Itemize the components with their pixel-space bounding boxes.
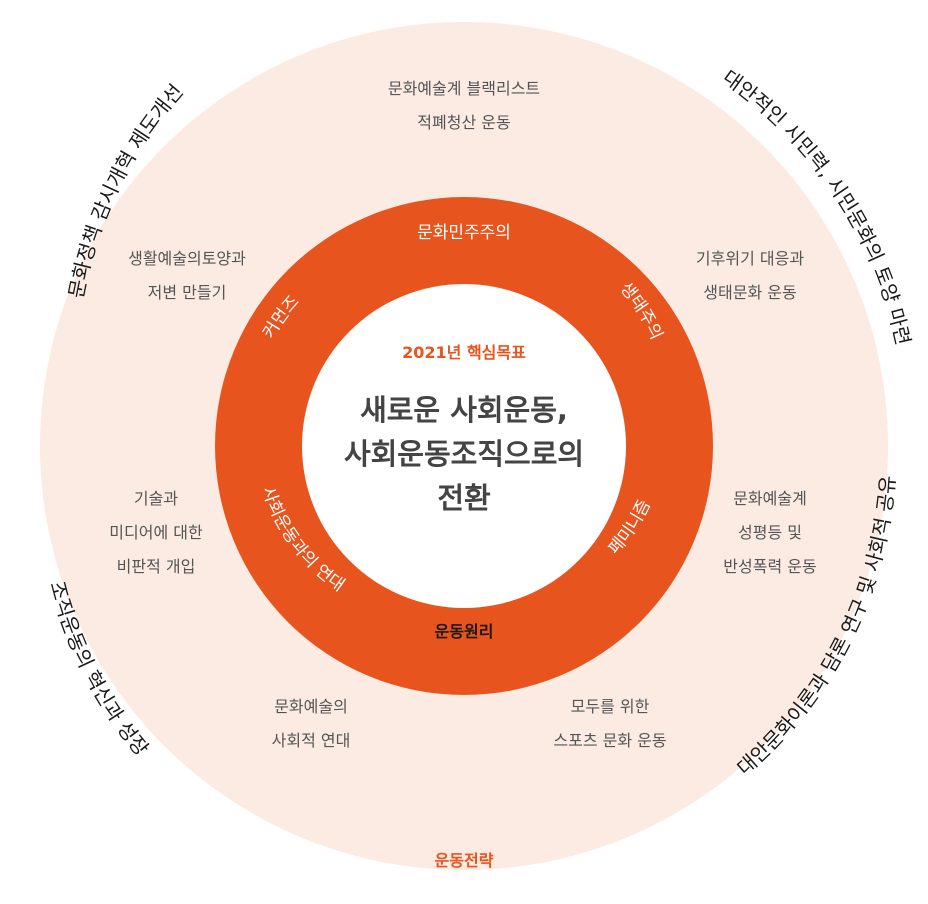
outer-block-top: 문화예술계 블랙리스트 적폐청산 운동 [388,79,540,132]
outer-block-lower-left: 문화예술의 사회적 연대 [272,697,351,750]
outer-block-upper-right: 기후위기 대응과 생태문화 운동 [696,249,804,302]
svg-text:성평등 및: 성평등 및 [738,523,802,542]
svg-text:생태문화 운동: 생태문화 운동 [703,283,796,302]
outer-block-mid-left: 기술과 미디어에 대한 비판적 개입 [109,489,203,576]
svg-text:사회적 연대: 사회적 연대 [272,731,351,750]
svg-text:문화예술계: 문화예술계 [733,489,807,508]
ring-bottom-label: 운동원리 [435,622,494,641]
svg-text:비판적 개입: 비판적 개입 [117,557,196,576]
core-title-line-3: 전환 [437,481,491,515]
svg-text:기술과: 기술과 [134,489,178,508]
core-label: 2021년 핵심목표 [402,343,526,362]
core-title-line-1: 새로운 사회운동, [360,393,568,427]
svg-text:적폐청산 운동: 적폐청산 운동 [417,113,510,132]
outer-block-mid-right: 문화예술계 성평등 및 반성폭력 운동 [723,489,816,576]
svg-text:기후위기 대응과: 기후위기 대응과 [696,249,804,268]
svg-text:반성폭력 운동: 반성폭력 운동 [723,557,816,576]
ring-top-label: 문화민주주의 [417,223,511,243]
svg-text:모두를 위한: 모두를 위한 [571,697,650,716]
outer-block-lower-right: 모두를 위한 스포츠 문화 운동 [553,697,666,750]
svg-text:스포츠 문화 운동: 스포츠 문화 운동 [553,731,666,750]
svg-text:문화예술계 블랙리스트: 문화예술계 블랙리스트 [388,79,540,98]
svg-text:저변 만들기: 저변 만들기 [148,283,227,302]
svg-text:문화예술의: 문화예술의 [274,697,348,716]
outer-block-upper-left: 생활예술의토양과 저변 만들기 [128,249,246,302]
svg-text:생활예술의토양과: 생활예술의토양과 [128,249,246,268]
core-title-line-2: 사회운동조직으로의 [344,437,584,471]
svg-text:미디어에 대한: 미디어에 대한 [109,523,203,542]
core-circle [302,284,626,608]
outer-bottom-label: 운동전략 [435,851,494,870]
